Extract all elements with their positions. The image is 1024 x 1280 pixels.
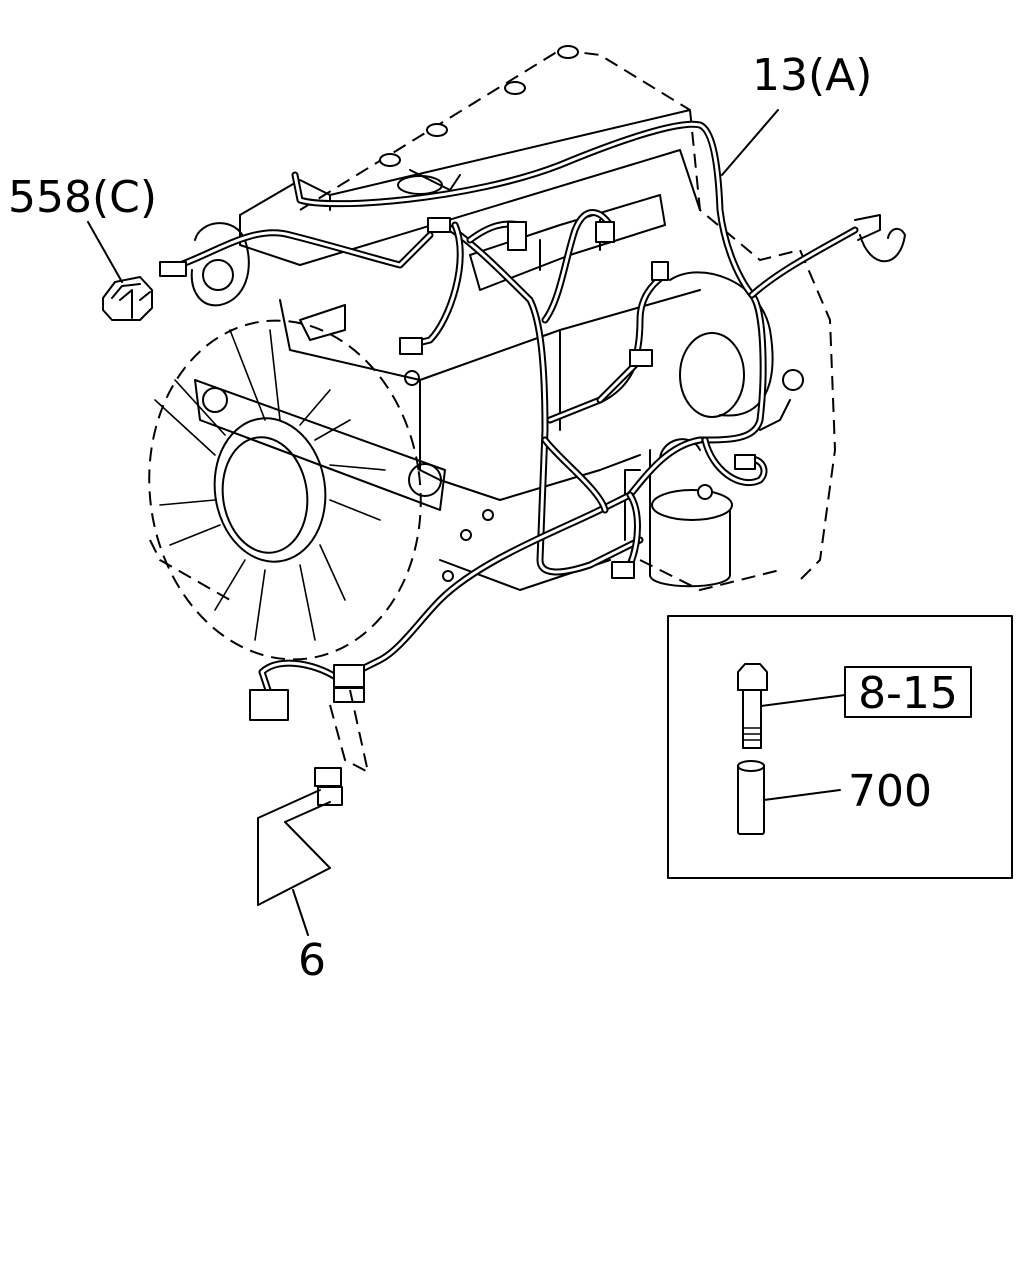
cooling-fan	[148, 319, 446, 661]
flywheel-housing	[669, 271, 804, 431]
inset-frame	[667, 615, 1013, 879]
engine-block	[149, 45, 837, 601]
flange-bolt	[737, 663, 768, 749]
leader-558c	[87, 221, 123, 283]
label-13a: 13(A)	[752, 50, 872, 101]
harness-connectors	[159, 217, 756, 721]
label-8-15: 8-15	[858, 668, 958, 719]
leader-8-15	[760, 694, 846, 707]
left-pulley	[190, 222, 250, 307]
leader-6	[292, 889, 309, 936]
leader-6-triangle	[257, 817, 331, 906]
leader-13a	[721, 109, 779, 176]
label-700: 700	[848, 766, 932, 817]
leader-700	[763, 789, 841, 801]
clip-558	[102, 276, 153, 321]
collar-sleeve	[737, 760, 765, 835]
label-6: 6	[298, 935, 326, 986]
sub-harness-6	[257, 689, 370, 823]
label-558c: 558(C)	[8, 172, 157, 223]
ref-box-frame	[844, 666, 972, 718]
starter-motor	[624, 438, 733, 588]
detail-inset: 8-15 700	[667, 615, 1013, 879]
wiring-harness	[159, 120, 906, 721]
